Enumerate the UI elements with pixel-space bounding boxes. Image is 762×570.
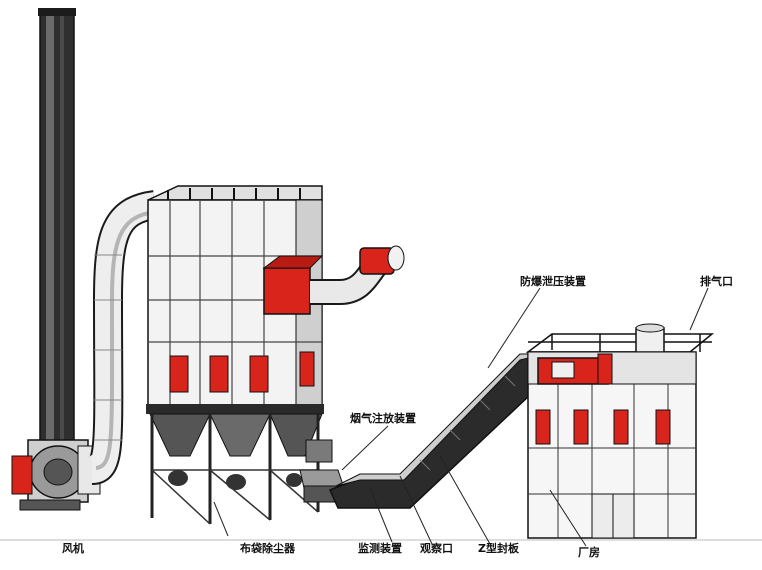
duct-fan-to-filter — [88, 190, 158, 485]
label-monitor-device: 监测装置 — [358, 541, 402, 555]
label-fan: 风机 — [62, 541, 84, 555]
leader-lines — [213, 287, 709, 547]
bag-filter — [146, 185, 324, 525]
label-z-plate: Z型封板 — [478, 541, 520, 555]
fan — [11, 439, 101, 511]
label-flue-gas-injector: 烟气注放装置 — [350, 411, 416, 425]
label-explosion-vent: 防爆泄压装置 — [520, 274, 586, 288]
label-exhaust-port: 排气口 — [700, 274, 733, 288]
chimney — [38, 8, 76, 453]
label-observation-port: 观察口 — [420, 541, 453, 555]
label-bag-filter: 布袋除尘器 — [240, 541, 296, 555]
inclined-duct — [328, 353, 549, 509]
label-plant: 厂房 — [578, 545, 600, 559]
plant-booth — [525, 323, 715, 539]
duct-filter-inlet — [310, 245, 405, 305]
